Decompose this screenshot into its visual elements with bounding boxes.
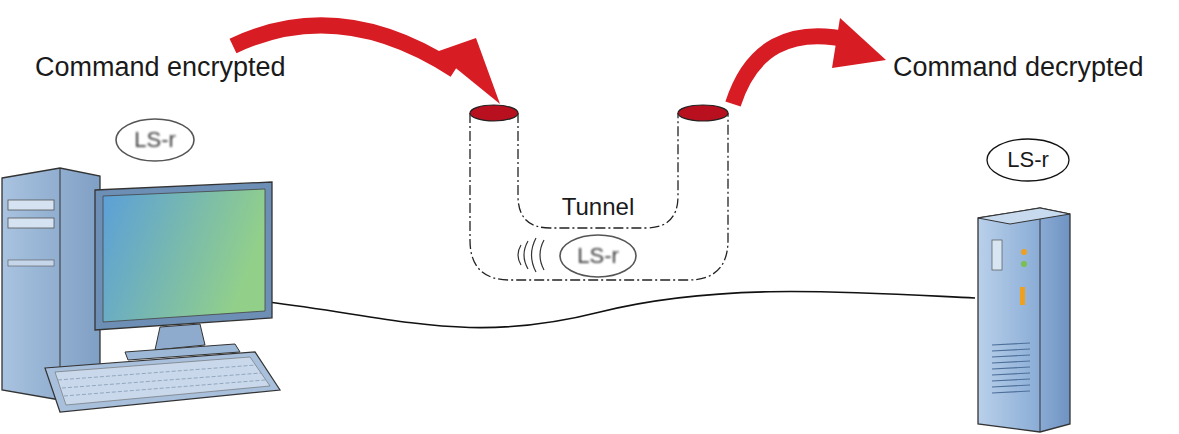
ellipse-text: LS-r xyxy=(577,243,619,268)
caption-label: Command decrypted xyxy=(893,52,1144,83)
label-ellipse: LS-r xyxy=(559,234,637,278)
label-ellipse: LS-r xyxy=(986,138,1070,182)
red-arrow xyxy=(733,18,886,104)
motion-marks xyxy=(518,238,544,272)
ellipse-text: LS-r xyxy=(134,127,176,152)
tunnel-label: Tunnel xyxy=(562,193,635,221)
tunnel-outline xyxy=(470,113,728,280)
computer xyxy=(2,168,280,412)
caption-label: Command encrypted xyxy=(35,52,286,83)
tunnel-entry xyxy=(470,105,518,121)
label-ellipse: LS-r xyxy=(115,118,195,162)
server xyxy=(978,208,1070,432)
ellipse-text: LS-r xyxy=(1007,147,1049,172)
tunnel-exit xyxy=(678,105,728,121)
network-wire xyxy=(268,291,975,327)
